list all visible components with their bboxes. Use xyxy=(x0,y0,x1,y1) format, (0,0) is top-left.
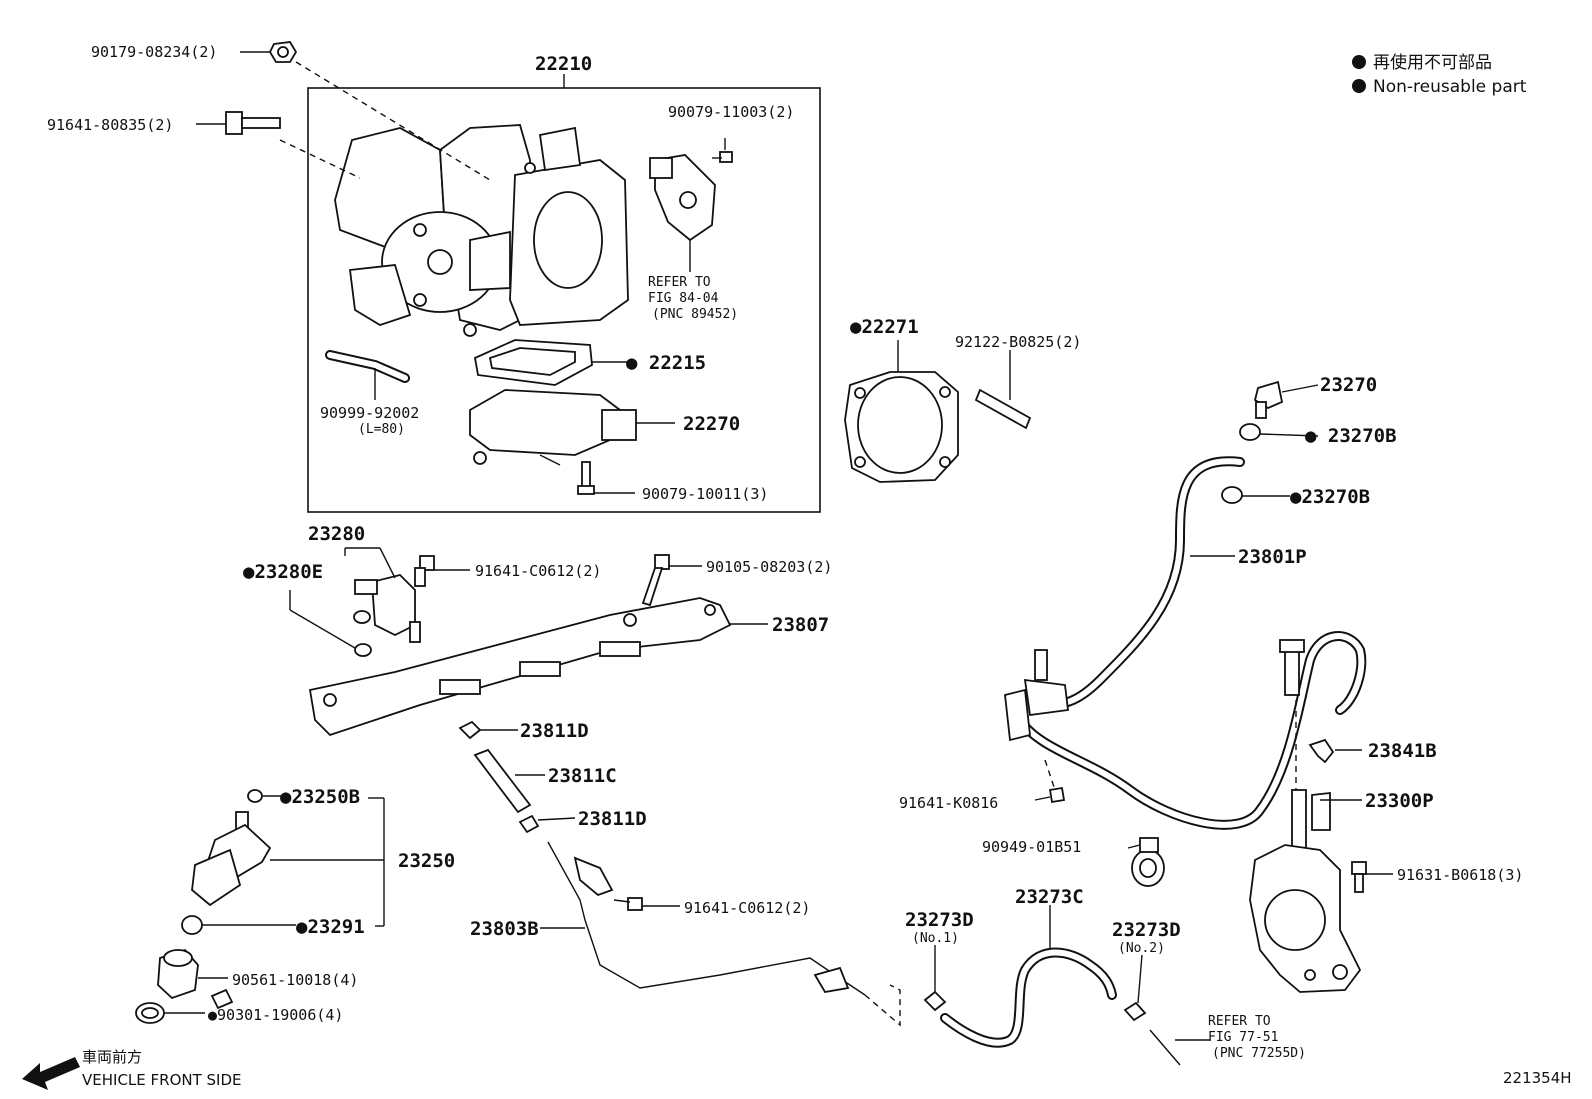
union-bolt-23270 xyxy=(1253,380,1284,419)
throttle-position-sensor xyxy=(649,154,716,242)
stud-92122-B0825 xyxy=(974,388,1032,430)
label-90949-01B51: 90949-01B51 xyxy=(982,838,1081,856)
label-90999-92002: 90999-92002 xyxy=(320,404,419,422)
label-23270: 23270 xyxy=(1320,374,1377,396)
label-90079-10011: 90079-10011(3) xyxy=(642,485,768,503)
label-23280E: ●23280E xyxy=(243,561,323,583)
label-23270B-2: ●23270B xyxy=(1290,486,1370,508)
label-22210: 22210 xyxy=(535,53,592,75)
label-23280: 23280 xyxy=(308,523,365,545)
label-22271: ●22271 xyxy=(850,316,919,338)
hose-clamp-bracket xyxy=(1004,649,1069,742)
label-90179-08234: 90179-08234(2) xyxy=(91,43,217,61)
front-label-ja: 車両前方 xyxy=(82,1048,142,1066)
idle-speed-control-valve xyxy=(469,389,637,466)
label-23291: ●23291 xyxy=(296,916,365,938)
label-23300P: 23300P xyxy=(1365,790,1434,812)
nut-90179-08234 xyxy=(268,41,298,63)
fuel-filter-23300P xyxy=(1249,789,1362,993)
label-23841B: 23841B xyxy=(1368,740,1437,762)
hose-23811C xyxy=(473,748,532,814)
refer2-line3: (PNC 77255D) xyxy=(1212,1046,1306,1061)
label-90999-length: (L=80) xyxy=(358,422,405,437)
label-23811C: 23811C xyxy=(548,765,617,787)
label-23803B: 23803B xyxy=(470,918,539,940)
label-23270B-1: ● 23270B xyxy=(1305,425,1397,447)
screw-90079-11003 xyxy=(712,151,733,163)
label-91641-K0816: 91641-K0816 xyxy=(899,794,998,812)
front-arrow-icon xyxy=(22,1057,80,1090)
legend-dot-en xyxy=(1352,79,1366,93)
pressure-regulator-23280 xyxy=(353,574,421,643)
fuel-pulsation-fitting xyxy=(1279,639,1305,696)
label-90561-10018: 90561-10018(4) xyxy=(232,971,358,989)
insulator-90561-10018 xyxy=(157,948,199,1000)
label-91641-C0612-a: 91641-C0612(2) xyxy=(475,562,601,580)
label-90105-08203: 90105-08203(2) xyxy=(706,558,832,576)
label-23811D-a: 23811D xyxy=(520,720,589,742)
label-91631-B0618: 91631-B0618(3) xyxy=(1397,866,1523,884)
refer1-line1: REFER TO xyxy=(648,275,711,290)
label-23250B: ●23250B xyxy=(280,786,360,808)
label-23273D-1: 23273D xyxy=(905,909,974,931)
label-90301-19006: ●90301-19006(4) xyxy=(208,1006,343,1024)
refer2-line2: FIG 77-51 xyxy=(1208,1030,1278,1045)
bolt-90079-10011 xyxy=(577,461,595,495)
label-23273D-1-no: (No.1) xyxy=(912,931,959,946)
refer1-line3: (PNC 89452) xyxy=(652,307,738,322)
label-92122-B0825: 92122-B0825(2) xyxy=(955,333,1081,351)
gasket-22271 xyxy=(844,371,959,483)
label-22270: 22270 xyxy=(683,413,740,435)
label-91641-80835: 91641-80835(2) xyxy=(47,116,173,134)
fuel-rail-23807 xyxy=(308,597,732,737)
label-23250: 23250 xyxy=(398,850,455,872)
label-23811D-b: 23811D xyxy=(578,808,647,830)
bolt-91641-K0816 xyxy=(1048,786,1066,804)
legend-text-en: Non-reusable part xyxy=(1373,77,1527,97)
clamp-90949-01B51 xyxy=(1131,837,1165,887)
label-23801P: 23801P xyxy=(1238,546,1307,568)
label-23273D-2-no: (No.2) xyxy=(1118,941,1165,956)
bolt-91641-C0612-b xyxy=(613,897,643,911)
front-label-en: VEHICLE FRONT SIDE xyxy=(82,1071,242,1089)
label-91641-C0612-b: 91641-C0612(2) xyxy=(684,899,810,917)
label-22215: ● 22215 xyxy=(626,352,706,374)
figure-code: 221354H xyxy=(1503,1069,1572,1087)
bolt-91641-C0612-a xyxy=(414,555,435,587)
label-23807: 23807 xyxy=(772,614,829,636)
refer1-line2: FIG 84-04 xyxy=(648,291,719,306)
label-23273C: 23273C xyxy=(1015,886,1084,908)
throttle-body-drawing xyxy=(334,124,629,337)
bolt-90105-08203 xyxy=(641,554,670,607)
refer2-line1: REFER TO xyxy=(1208,1014,1271,1029)
legend-dot-ja xyxy=(1352,55,1366,69)
label-90079-11003: 90079-11003(2) xyxy=(668,103,794,121)
injector-23250 xyxy=(181,789,272,935)
legend-text-ja: 再使用不可部品 xyxy=(1373,52,1492,73)
bolt-91641-80835 xyxy=(225,111,281,135)
bolt-91631-B0618 xyxy=(1351,861,1367,893)
label-23273D-2: 23273D xyxy=(1112,919,1181,941)
